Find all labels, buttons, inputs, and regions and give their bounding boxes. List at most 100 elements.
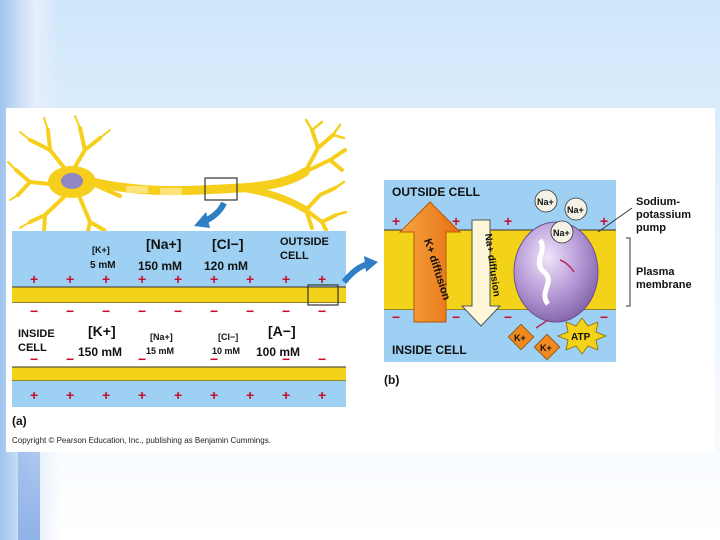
negative-charge: − — [66, 351, 74, 367]
pump-label-line3: pump — [636, 222, 666, 234]
positive-charge: + — [600, 213, 608, 229]
panel-a-outside-lower — [12, 381, 346, 407]
zoom-box-membrane — [307, 284, 339, 306]
atp-burst — [556, 317, 608, 355]
panel-b: OUTSIDE CELL INSIDE CELL ++++−−−− K+ dif… — [384, 180, 692, 387]
negative-charge: − — [318, 303, 326, 319]
inside-cell-label-line2: CELL — [18, 342, 47, 354]
inside-ion-cl: [Cl−] — [218, 332, 238, 342]
negative-charge: − — [282, 351, 290, 367]
positive-charge: + — [210, 271, 218, 287]
negative-charge: − — [30, 303, 38, 319]
zoom-arrow-a-head — [194, 212, 210, 228]
panel-a-membrane-lower — [12, 367, 346, 381]
panel-a: OUTSIDE CELL [K+] 5 mM [Na+] 150 mM [Cl−… — [12, 231, 346, 428]
na-diffusion-arrow — [460, 219, 502, 327]
positive-charge: + — [246, 387, 254, 403]
negative-charge: − — [246, 303, 254, 319]
na-ion-3: Na+ — [550, 220, 574, 244]
zoom-box-neuron — [204, 177, 238, 201]
na-ion-2: Na+ — [564, 197, 588, 221]
panel-b-letter: (b) — [384, 373, 399, 387]
inside-conc-cl: 10 mM — [212, 346, 240, 356]
panel-a-letter: (a) — [12, 414, 27, 428]
copyright-notice: Copyright © Pearson Education, Inc., pub… — [12, 436, 271, 445]
negative-charge: − — [210, 351, 218, 367]
inside-ion-k: [K+] — [88, 323, 116, 339]
inside-cell-label-line1: INSIDE — [18, 328, 55, 340]
svg-text:Na+: Na+ — [567, 205, 584, 215]
negative-charge: − — [318, 351, 326, 367]
k-entry-arrow — [535, 319, 549, 329]
k-diffusion-arrow — [398, 201, 462, 323]
inside-ion-a: [A−] — [268, 323, 296, 339]
neuron-nucleus — [61, 173, 83, 189]
svg-text:Na+: Na+ — [553, 228, 570, 238]
negative-charge: − — [138, 351, 146, 367]
zoom-arrow-b-head — [364, 256, 378, 272]
axon-segment — [160, 188, 182, 195]
negative-charge: − — [66, 303, 74, 319]
k-ion-2: K+ — [533, 333, 561, 361]
negative-charge: − — [282, 303, 290, 319]
outside-conc-k: 5 mM — [90, 260, 116, 271]
membrane-label-line2: membrane — [636, 279, 692, 291]
outside-conc-cl: 120 mM — [204, 259, 248, 273]
positive-charge: + — [138, 387, 146, 403]
outside-conc-na: 150 mM — [138, 259, 182, 273]
positive-charge: + — [318, 387, 326, 403]
positive-charge: + — [392, 213, 400, 229]
panel-b-inside-label: INSIDE CELL — [392, 343, 467, 357]
positive-charge: + — [318, 271, 326, 287]
membrane-label-line1: Plasma — [636, 266, 675, 278]
outside-ion-na: [Na+] — [146, 236, 181, 252]
pump-channel — [536, 238, 551, 306]
membrane-bracket — [626, 237, 631, 307]
svg-text:K+: K+ — [540, 343, 552, 353]
negative-charge: − — [504, 309, 512, 325]
inside-conc-a: 100 mM — [256, 345, 300, 359]
negative-charge: − — [210, 303, 218, 319]
panel-a-charges: +++++++++−−−−−−−−−−−−−−−+++++++++ — [30, 271, 326, 403]
negative-charge: − — [600, 309, 608, 325]
panel-a-outside — [12, 231, 346, 287]
pump-flow-arrow — [559, 259, 575, 273]
na-ion-1: Na+ — [534, 189, 558, 213]
inside-ion-na: [Na+] — [150, 332, 173, 342]
outside-cell-label-line1: OUTSIDE — [280, 236, 329, 248]
inside-conc-na: 15 mM — [146, 346, 174, 356]
positive-charge: + — [282, 387, 290, 403]
outside-cell-label-line2: CELL — [280, 250, 309, 262]
negative-charge: − — [392, 309, 400, 325]
svg-text:K+: K+ — [514, 333, 526, 343]
positive-charge: + — [138, 271, 146, 287]
positive-charge: + — [102, 271, 110, 287]
negative-charge: − — [30, 351, 38, 367]
negative-charge: − — [102, 303, 110, 319]
positive-charge: + — [282, 271, 290, 287]
zoom-arrow-b — [341, 261, 369, 284]
pump-leader-line — [597, 207, 633, 233]
svg-text:Na+: Na+ — [537, 197, 554, 207]
negative-charge: − — [452, 309, 460, 325]
atp-label: ATP — [571, 332, 591, 343]
inside-conc-k: 150 mM — [78, 345, 122, 359]
outside-ion-k: [K+] — [92, 245, 110, 255]
positive-charge: + — [504, 213, 512, 229]
outside-ion-cl: [Cl−] — [212, 236, 244, 252]
pump-label-line2: potassium — [636, 209, 691, 221]
axon-segment — [126, 186, 148, 193]
sodium-potassium-pump — [513, 221, 599, 323]
positive-charge: + — [452, 213, 460, 229]
k-ion-1: K+ — [507, 323, 535, 351]
panel-b-outside-label: OUTSIDE CELL — [392, 185, 480, 199]
positive-charge: + — [30, 387, 38, 403]
positive-charge: + — [66, 387, 74, 403]
panel-a-membrane — [12, 287, 346, 303]
positive-charge: + — [66, 271, 74, 287]
positive-charge: + — [102, 387, 110, 403]
panel-a-inside — [12, 303, 346, 367]
positive-charge: + — [210, 387, 218, 403]
positive-charge: + — [246, 271, 254, 287]
